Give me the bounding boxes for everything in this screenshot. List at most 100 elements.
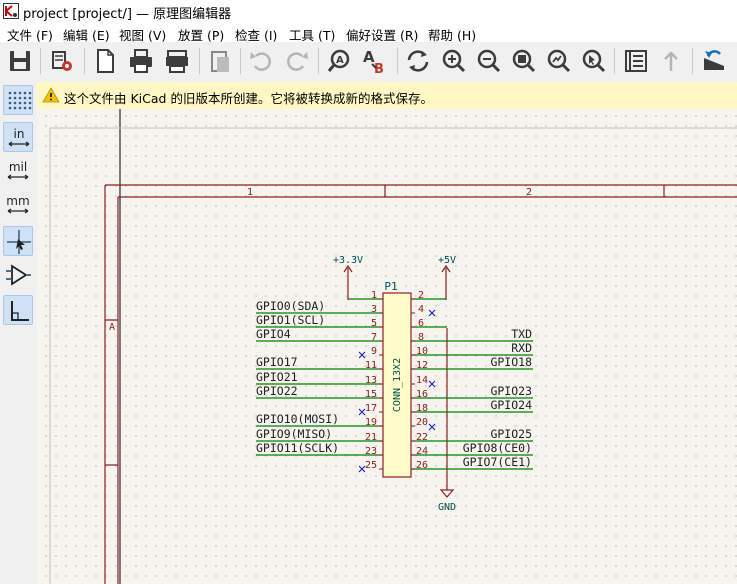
label-gpio0: GPIO0(SDA) [256,299,325,313]
menu-file[interactable]: 文件 (F) [7,28,53,43]
component-ref: P1 [384,280,397,293]
label-gpio24: GPIO24 [490,398,532,412]
svg-text:mil: mil [9,160,27,174]
zoom-in-icon[interactable] [438,46,468,76]
label-txd: TXD [511,327,532,341]
left-toolbar: in mil mm [0,82,38,584]
hidden-pins-icon[interactable] [3,260,33,290]
back-annotate-icon[interactable] [699,46,729,76]
print-icon[interactable] [126,46,156,76]
label-gpio17: GPIO17 [256,355,298,369]
svg-text:2: 2 [418,290,424,301]
sheet-border: 1 2 A [104,184,737,584]
svg-text:+5V: +5V [438,255,456,266]
pin-numbers-left: 1 3 5 7 9 11 13 15 17 19 21 23 25 [365,290,377,471]
units-inch-button[interactable]: in [3,122,33,152]
label-gpio10: GPIO10(MOSI) [256,412,339,426]
svg-text:4: 4 [418,304,424,315]
page-settings-icon[interactable] [90,46,120,76]
warning-icon [42,87,60,103]
power-gnd[interactable]: GND [438,328,456,513]
label-gpio8: GPIO8(CE0) [463,441,532,455]
menu-edit[interactable]: 编辑 (E) [63,28,110,43]
menu-view[interactable]: 视图 (V) [119,28,167,43]
svg-text:25: 25 [365,460,377,471]
info-bar: 这个文件由 KiCad 的旧版本所创建。它将被转换成新的格式保存。 [37,82,737,110]
border-row-a: A [109,322,115,333]
svg-text:1: 1 [371,290,377,301]
no-connect-markers [358,309,436,473]
paste-icon[interactable] [205,46,235,76]
leave-sheet-icon[interactable] [656,46,686,76]
border-col-2: 2 [526,187,532,198]
svg-text:in: in [14,127,25,141]
svg-text:16: 16 [416,389,428,400]
label-gpio4: GPIO4 [256,327,291,341]
svg-text:15: 15 [365,389,377,400]
schematic-canvas[interactable]: 1 2 A +3.3V +5V GND P1 CONN_13X2 [37,109,737,584]
label-gpio1: GPIO1(SCL) [256,313,325,327]
menu-bar: 文件 (F) 编辑 (E) 视图 (V) 放置 (P) 检查 (I) 工具 (T… [0,22,737,43]
power-5v[interactable]: +5V [438,255,456,300]
grid-toggle-icon[interactable] [3,85,33,115]
svg-text:11: 11 [365,360,377,371]
menu-tools[interactable]: 工具 (T) [289,28,336,43]
redo-icon[interactable] [282,46,312,76]
svg-text:9: 9 [371,346,377,357]
info-message: 这个文件由 KiCad 的旧版本所创建。它将被转换成新的格式保存。 [64,91,433,106]
refresh-icon[interactable] [403,46,433,76]
svg-text:18: 18 [416,403,428,414]
menu-inspect[interactable]: 检查 (I) [235,28,278,43]
title-bar: project [project/] — 原理图编辑器 [0,0,737,22]
label-gpio22: GPIO22 [256,384,298,398]
label-gpio25: GPIO25 [490,427,532,441]
menu-preferences[interactable]: 偏好设置 (R) [346,28,419,43]
connector-p1[interactable]: P1 CONN_13X2 [379,280,415,478]
svg-text:B: B [374,62,384,76]
hierarchy-navigator-icon[interactable] [621,46,651,76]
kicad-app-icon [3,3,19,19]
save-icon[interactable] [5,46,35,76]
svg-text:24: 24 [416,446,428,457]
net-labels-left: GPIO0(SDA) GPIO1(SCL) GPIO4 GPIO17 GPIO2… [256,299,339,455]
power-3v3[interactable]: +3.3V [333,255,363,300]
units-mm-button[interactable]: mm [3,190,33,220]
svg-text:19: 19 [365,417,377,428]
pin-numbers-right: 2 4 6 8 10 12 14 16 18 20 22 24 26 [416,290,428,471]
svg-text:7: 7 [371,332,377,343]
label-gpio21: GPIO21 [256,370,298,384]
svg-text:mm: mm [6,194,29,208]
svg-text:3: 3 [371,304,377,315]
svg-text:10: 10 [416,346,428,357]
svg-text:23: 23 [365,446,377,457]
units-mil-button[interactable]: mil [3,156,33,186]
label-gpio18: GPIO18 [490,355,532,369]
menu-help[interactable]: 帮助 (H) [428,28,477,43]
line-mode-icon[interactable] [3,295,33,325]
schematic-setup-icon[interactable] [47,46,77,76]
svg-text:12: 12 [416,360,428,371]
svg-text:26: 26 [416,460,428,471]
zoom-selection-icon[interactable] [578,46,608,76]
svg-text:20: 20 [416,417,428,428]
wires [256,298,533,470]
menu-place[interactable]: 放置 (P) [178,28,225,43]
component-value: CONN_13X2 [392,358,403,412]
zoom-fit-icon[interactable] [508,46,538,76]
net-labels-right: TXD RXD GPIO18 GPIO23 GPIO24 GPIO25 GPIO… [463,327,532,469]
zoom-objects-icon[interactable] [543,46,573,76]
zoom-out-icon[interactable] [473,46,503,76]
border-col-1: 1 [247,187,253,198]
undo-icon[interactable] [246,46,276,76]
svg-text:21: 21 [365,432,377,443]
label-gpio9: GPIO9(MISO) [256,427,332,441]
svg-text:17: 17 [365,403,377,414]
find-icon[interactable]: A [325,46,355,76]
svg-text:13: 13 [365,375,377,386]
svg-text:5: 5 [371,318,377,329]
full-crosshair-icon[interactable] [3,226,33,256]
label-gpio7: GPIO7(CE1) [463,455,532,469]
plot-icon[interactable] [162,46,192,76]
